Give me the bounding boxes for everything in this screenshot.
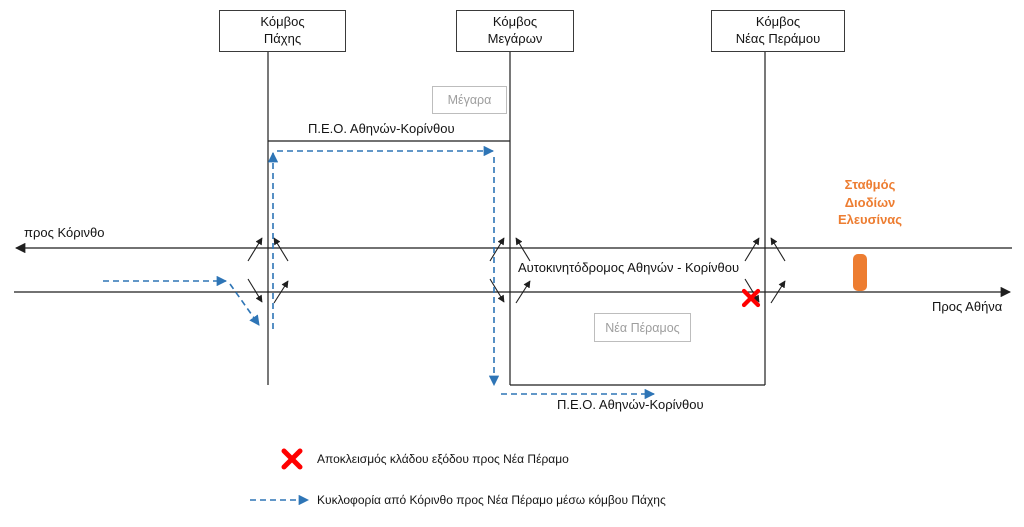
toll-station-marker bbox=[853, 254, 867, 291]
label-to-athens: Προς Αθήνα bbox=[932, 299, 1003, 314]
ramp-arrow bbox=[744, 278, 760, 303]
closure-x-icon bbox=[741, 288, 761, 308]
motorway-lines bbox=[14, 242, 1012, 298]
ramp-arrow bbox=[770, 280, 786, 304]
ramp-arrow bbox=[247, 278, 263, 303]
city-box-megara: Μέγαρα bbox=[432, 86, 507, 114]
legend-route-text: Κυκλοφορία από Κόρινθο προς Νέα Πέραμο μ… bbox=[317, 493, 666, 507]
ramp-arrow bbox=[515, 237, 531, 262]
junction-box-nea-peramou: Κόμβος Νέας Περάμου bbox=[711, 10, 845, 52]
ramp-arrow bbox=[770, 237, 786, 262]
ramp-arrow bbox=[273, 280, 289, 304]
junction-box-pachi: Κόμβος Πάχης bbox=[219, 10, 346, 52]
detour-route-dashed bbox=[103, 145, 656, 400]
city-box-nea-peramos: Νέα Πέραμος bbox=[594, 313, 691, 342]
legend-closure-x-icon bbox=[281, 448, 303, 470]
ramp-arrow bbox=[489, 237, 505, 262]
label-peo-upper: Π.Ε.Ο. Αθηνών-Κορίνθου bbox=[308, 121, 455, 136]
junction-box-megaron: Κόμβος Μεγάρων bbox=[456, 10, 574, 52]
label-motorway: Αυτοκινητόδρομος Αθηνών - Κορίνθου bbox=[518, 260, 740, 275]
label-peo-lower: Π.Ε.Ο. Αθηνών-Κορίνθου bbox=[557, 397, 704, 412]
ramp-arrow bbox=[273, 237, 289, 262]
legend-closure-text: Αποκλεισμός κλάδου εξόδου προς Νέα Πέραμ… bbox=[317, 452, 569, 466]
ramp-arrows bbox=[247, 237, 786, 304]
peo-road-lines bbox=[268, 140, 765, 386]
label-toll-station: Σταθμός Διοδίων Ελευσίνας bbox=[837, 177, 903, 228]
ramp-arrow bbox=[489, 278, 505, 303]
detour-segment-exit-pachi bbox=[229, 283, 260, 326]
legend-closure-x-stroke bbox=[281, 448, 303, 470]
label-to-corinth: προς Κόρινθο bbox=[24, 225, 105, 240]
ramp-arrow bbox=[515, 280, 531, 304]
closure-x-stroke bbox=[741, 288, 761, 308]
junction-vertical-roads bbox=[267, 52, 766, 385]
ramp-arrow bbox=[247, 237, 263, 262]
ramp-arrow bbox=[744, 237, 760, 262]
